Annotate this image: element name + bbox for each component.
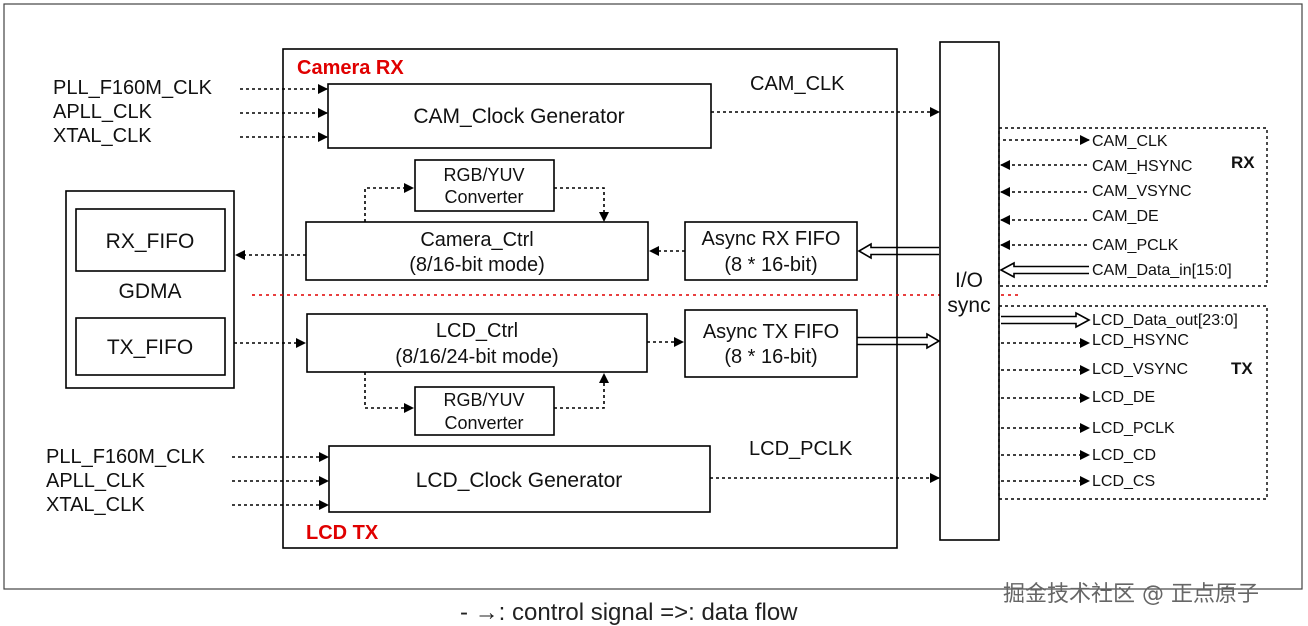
rgb-yuv-top-line1: RGB/YUV <box>443 165 524 185</box>
legend: - →: control signal =>: data flow <box>460 599 798 626</box>
clock-input-apll-top: APLL_CLK <box>53 101 153 123</box>
arrow-rgb-top-to-ctrl <box>554 187 609 222</box>
io-sync-line2: sync <box>947 294 990 317</box>
rgb-yuv-bottom-line2: Converter <box>444 413 523 433</box>
rx-signal-cam-vsync: CAM_VSYNC <box>1092 183 1192 200</box>
arrow-ctrl-to-rgb-top <box>364 183 414 222</box>
tx-signal-lcd-de: LCD_DE <box>1092 389 1155 406</box>
lcd-ctrl-line1: LCD_Ctrl <box>436 320 518 342</box>
io-sync-block <box>939 41 1000 541</box>
rx-signal-cam-pclk: CAM_PCLK <box>1092 237 1179 254</box>
lcd-clock-generator <box>328 445 711 513</box>
outer-frame <box>3 3 1303 590</box>
rx-signal-cam-clk: CAM_CLK <box>1092 133 1168 150</box>
tx-fifo <box>75 317 226 376</box>
rx-fifo <box>75 208 226 272</box>
async-rx-line1: Async RX FIFO <box>702 228 841 250</box>
clock-input-pll-top: PLL_F160M_CLK <box>53 77 213 99</box>
async-tx-line1: Async TX FIFO <box>703 321 839 343</box>
tx-signal-group <box>998 305 1268 500</box>
clock-input-apll-bottom: APLL_CLK <box>46 470 146 492</box>
lcd-tx-label: LCD TX <box>306 522 379 544</box>
lcd-ctrl-line2: (8/16/24-bit mode) <box>395 346 558 368</box>
rx-signal-cam-de: CAM_DE <box>1092 208 1159 225</box>
rgb-yuv-converter-bottom <box>414 386 555 436</box>
cam-clock-generator-label: CAM_Clock Generator <box>413 105 624 128</box>
dataflow-io-to-rx <box>857 242 939 260</box>
dataflow-lcd-data-out <box>1001 311 1091 329</box>
clock-input-pll-bottom: PLL_F160M_CLK <box>46 446 206 468</box>
async-tx-fifo <box>684 309 858 378</box>
tx-group-label: TX <box>1231 359 1253 378</box>
clock-input-xtal-bottom: XTAL_CLK <box>46 494 145 516</box>
camera-ctrl <box>305 221 649 281</box>
rx-fifo-label: RX_FIFO <box>106 230 195 253</box>
camera-rx-label: Camera RX <box>297 57 404 79</box>
rx-signal-cam-hsync: CAM_HSYNC <box>1092 158 1192 175</box>
tx-signal-lcd-hsync: LCD_HSYNC <box>1092 332 1189 349</box>
tx-fifo-label: TX_FIFO <box>107 336 193 359</box>
arrow-lcdctrl-to-rgb-bottom <box>364 372 414 413</box>
async-tx-line2: (8 * 16-bit) <box>724 346 817 368</box>
tx-signal-lcd-data-out: LCD_Data_out[23:0] <box>1092 312 1238 329</box>
rgb-yuv-converter-top <box>414 159 555 212</box>
clock-input-xtal-top: XTAL_CLK <box>53 125 152 147</box>
tx-signal-lcd-pclk: LCD_PCLK <box>1092 420 1175 437</box>
rx-group-label: RX <box>1231 153 1255 172</box>
camera-ctrl-line2: (8/16-bit mode) <box>409 254 545 276</box>
tx-signal-lcd-vsync: LCD_VSYNC <box>1092 361 1188 378</box>
rgb-yuv-top-line2: Converter <box>444 187 523 207</box>
cam-clock-generator <box>327 83 712 149</box>
dataflow-tx-to-io <box>857 332 941 350</box>
lcd-pclk-label: LCD_PCLK <box>749 438 853 460</box>
tx-signal-lcd-cd: LCD_CD <box>1092 447 1156 464</box>
rgb-yuv-bottom-line1: RGB/YUV <box>443 390 524 410</box>
rx-signal-group <box>998 127 1268 287</box>
watermark: 掘金技术社区 @ 正点原子 <box>1003 582 1259 607</box>
cam-clk-label: CAM_CLK <box>750 73 845 95</box>
rx-signal-cam-data-in: CAM_Data_in[15:0] <box>1092 262 1232 279</box>
gdma-label: GDMA <box>119 280 182 303</box>
tx-signal-lcd-cs: LCD_CS <box>1092 473 1155 490</box>
lcd-ctrl <box>306 313 648 373</box>
camera-ctrl-line1: Camera_Ctrl <box>420 229 533 251</box>
dataflow-cam-data-in <box>999 261 1089 279</box>
io-sync-line1: I/O <box>955 269 983 292</box>
async-rx-line2: (8 * 16-bit) <box>724 254 817 276</box>
lcd-clock-generator-label: LCD_Clock Generator <box>416 469 623 492</box>
async-rx-fifo <box>684 221 858 281</box>
arrow-rgb-bottom-to-lcdctrl <box>554 373 609 409</box>
